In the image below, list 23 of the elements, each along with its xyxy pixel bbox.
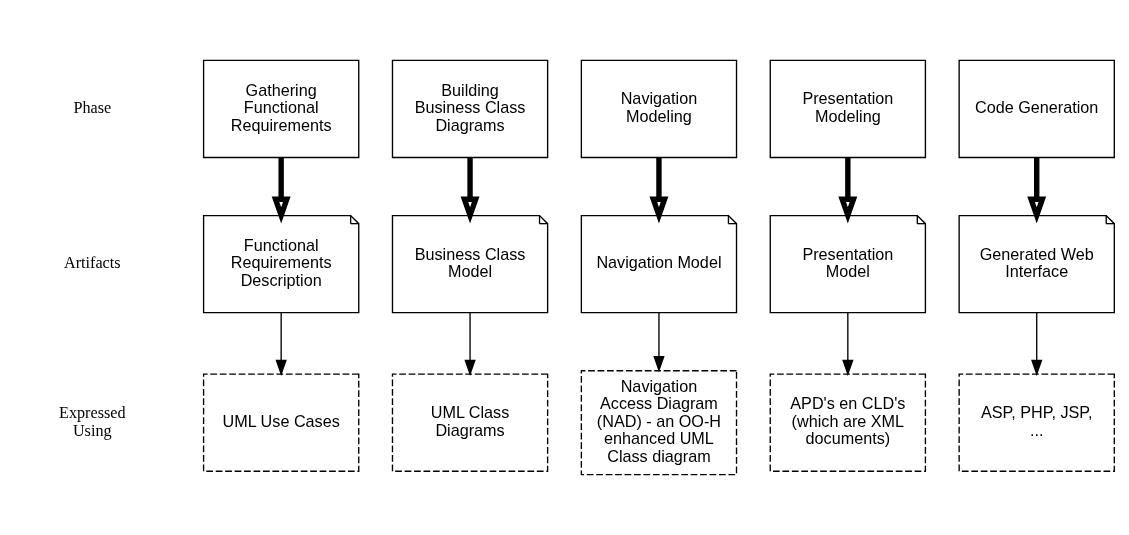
arrow xyxy=(271,157,291,224)
node-box: Navigation Modeling xyxy=(580,59,738,159)
node-box: Code Generation xyxy=(958,59,1115,159)
arrow xyxy=(842,312,854,377)
arrow xyxy=(1031,312,1043,377)
node-box: Presentation Modeling xyxy=(769,59,927,159)
label: Artifacts xyxy=(63,254,121,273)
label: Expressed Using xyxy=(59,404,126,440)
node-box: APD's en CLD's (which are XML documents) xyxy=(769,373,927,472)
arrow xyxy=(649,157,669,224)
node-box: UML Use Cases xyxy=(202,373,360,472)
node-box: Navigation Access Diagram (NAD) - an OO-H enhanced UML Class diagram xyxy=(580,370,738,476)
arrow xyxy=(1027,157,1047,224)
arrow xyxy=(653,312,665,373)
arrow xyxy=(460,157,480,224)
label: Phase xyxy=(73,99,112,118)
arrow xyxy=(838,157,858,224)
node-box: Gathering Functional Requirements xyxy=(202,59,360,159)
node-box: Building Business Class Diagrams xyxy=(391,59,549,159)
node-box: ASP, PHP, JSP, ... xyxy=(958,373,1115,472)
node-box: UML Class Diagrams xyxy=(391,373,549,472)
arrow xyxy=(275,312,287,377)
arrow xyxy=(464,312,476,377)
